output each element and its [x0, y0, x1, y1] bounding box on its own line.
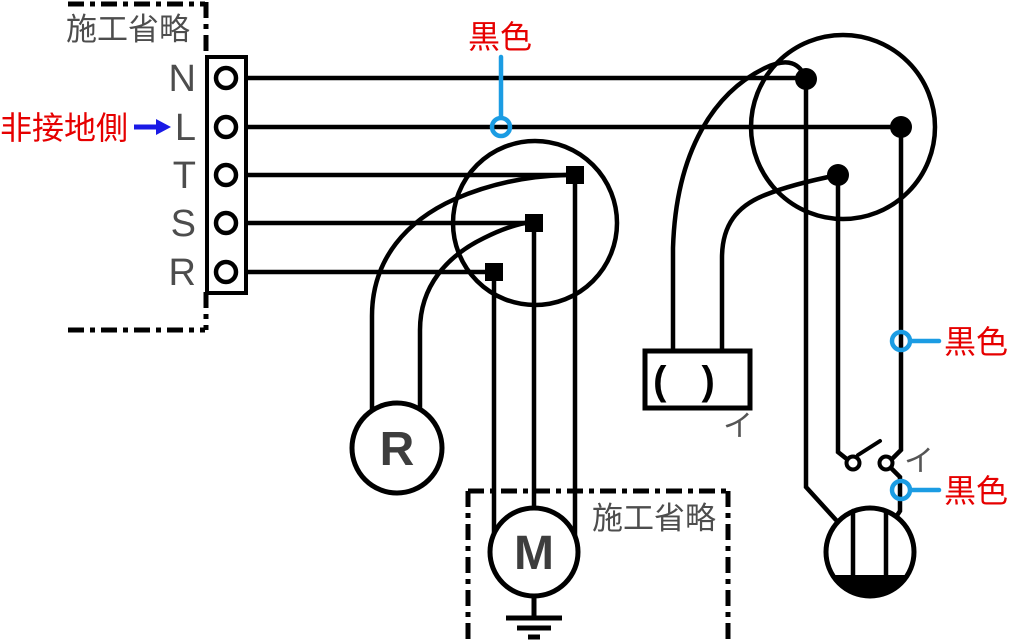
square-terminal-s — [525, 214, 543, 232]
terminal-label-s: S — [171, 203, 196, 245]
ground-symbol — [506, 596, 562, 640]
terminal-l — [213, 114, 239, 140]
ceiling-fixture-box — [642, 348, 753, 411]
terminal-s — [213, 210, 239, 236]
junction-dot-neutral — [795, 68, 817, 90]
terminal-t — [213, 162, 239, 188]
indicator-lamp-letter: R — [380, 423, 415, 476]
receptacle-neutral-wire — [803, 87, 839, 523]
source-omitted-box — [68, 1, 209, 333]
black-color-note-right-upper: 黒色 — [944, 324, 1008, 360]
non-grounded-arrow — [134, 119, 171, 135]
marker-circle-top — [489, 115, 513, 139]
indicator-lamp-right-curve — [417, 220, 528, 411]
arrow-head-icon — [156, 119, 171, 135]
terminal-label-r: R — [169, 252, 196, 294]
terminal-block — [205, 55, 248, 295]
ceiling-fixture-circuit-mark: イ — [723, 410, 753, 443]
terminal-label-t: T — [173, 155, 196, 197]
switch-contact-right — [877, 454, 895, 472]
lamp-receptacle — [823, 505, 917, 599]
non-grounded-label: 非接地側 — [0, 110, 128, 146]
junction-dot-live — [890, 116, 912, 138]
fixture-switched-curve — [719, 172, 841, 355]
terminal-label-l: L — [175, 107, 196, 149]
square-terminal-t — [566, 166, 584, 184]
terminal-label-n: N — [169, 58, 196, 100]
source-omitted-label: 施工省略 — [66, 12, 190, 47]
switch-lever — [856, 439, 882, 457]
wire-color-markers — [489, 54, 942, 502]
motor-letter: M — [514, 527, 554, 580]
lamp-receptacle-circle — [823, 505, 917, 599]
junction-points — [485, 68, 912, 281]
square-terminal-r — [485, 263, 503, 281]
indicator-lamp: R — [349, 400, 445, 496]
lamp-receptacle-base — [832, 575, 908, 596]
indicator-lamp-left-curve — [369, 172, 569, 413]
black-color-note-right-lower: 黒色 — [944, 473, 1008, 509]
indicator-lamp-circle — [349, 400, 445, 496]
junction-dot-switched — [827, 164, 849, 186]
terminal-n — [213, 65, 239, 91]
ceiling-fixture: ( ) — [642, 348, 753, 411]
switch-circuit-mark: イ — [904, 445, 934, 478]
ceiling-fixture-symbol: ( ) — [653, 359, 727, 403]
motor-omitted-label: 施工省略 — [592, 501, 716, 536]
fixture-neutral-curve — [670, 60, 809, 355]
switch — [844, 439, 895, 472]
black-color-note-top: 黒色 — [468, 19, 532, 55]
switch-return-wire — [835, 183, 851, 463]
switch-feed-wire — [890, 135, 904, 461]
motor-omitted-box — [465, 488, 731, 644]
wires — [233, 60, 904, 539]
switch-contact-left — [844, 454, 862, 472]
terminal-r — [213, 259, 239, 285]
receptacle-feed-wire — [888, 465, 903, 520]
motor: M — [487, 505, 581, 640]
